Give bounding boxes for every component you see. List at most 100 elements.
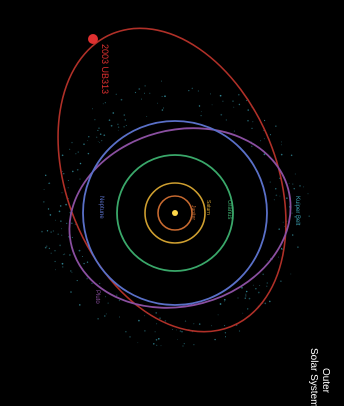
kuiper-belt-dot (281, 141, 282, 143)
kuiper-belt-dot (247, 119, 249, 122)
kuiper-belt-dot (251, 127, 253, 129)
kuiper-belt-dot (98, 141, 100, 143)
kuiper-belt-dot (217, 314, 219, 316)
kuiper-belt-dot (269, 300, 271, 303)
kuiper-belt-dot (61, 154, 64, 157)
kuiper-belt-dot (181, 331, 183, 333)
kuiper-belt-dot (163, 107, 165, 109)
kuiper-belt-dot (182, 345, 184, 347)
kuiper-belt-dot (104, 315, 106, 317)
kuiper-belt-dot (102, 103, 104, 105)
kuiper-belt-dot (223, 298, 226, 301)
kuiper-belt-dot (125, 331, 127, 333)
kuiper-belt-dot (149, 92, 151, 94)
kuiper-belt-dot (191, 87, 194, 90)
kuiper-belt-dot (76, 168, 79, 171)
kuiper-belt-dot (280, 153, 283, 156)
kuiper-belt-dot (161, 109, 164, 111)
kuiper-belt-dot (200, 111, 202, 113)
kuiper-belt-dot (278, 228, 280, 230)
kuiper-belt-dot (77, 151, 79, 153)
kuiper-belt-dot (79, 178, 81, 180)
kuiper-belt-dot (275, 194, 278, 197)
kuiper-belt-dot (54, 250, 56, 252)
kuiper-belt-dot (105, 313, 107, 315)
kuiper-belt-dot (129, 336, 131, 338)
kuiper-belt-dot (117, 129, 119, 131)
kuiper-belt-dot (49, 214, 52, 216)
kuiper-belt-dot (245, 290, 248, 293)
kuiper-belt-dot (72, 170, 74, 173)
kuiper-belt-dot (248, 297, 251, 300)
kuiper-belt-dot (237, 297, 239, 299)
kuiper-belt-dot (99, 133, 102, 135)
kuiper-belt-dot (44, 246, 47, 249)
kuiper-belt-dot (48, 247, 51, 250)
kuiper-belt-dot (87, 140, 89, 142)
kuiper-belt-dot (222, 100, 224, 102)
kuiper-belt-dot (108, 119, 111, 121)
kuiper-belt-dot (154, 331, 156, 333)
kuiper-belt-dot (58, 210, 61, 213)
kuiper-belt-dot (255, 288, 257, 290)
kuiper-belt-dot (44, 174, 47, 177)
kuiper-belt-dot (245, 295, 247, 297)
kuiper-belt-dot (294, 216, 296, 218)
kuiper-belt-dot (107, 302, 109, 304)
kuiper-belt-dot (282, 221, 284, 223)
jupiter-orbit (157, 195, 193, 231)
kuiper-belt-dot (78, 249, 81, 252)
kuiper-belt-dot (92, 108, 93, 110)
kuiper-belt-dot (55, 219, 57, 221)
kuiper-belt-dot (257, 291, 260, 294)
kuiper-belt-dot (164, 95, 166, 98)
kuiper-belt-dot (99, 282, 101, 285)
kuiper-belt-dot (159, 317, 161, 320)
kuiper-belt-dot (87, 152, 90, 155)
kuiper-belt-dot (164, 320, 167, 322)
kuiper-belt-dot (61, 266, 64, 268)
kuiper-belt-dot (211, 104, 213, 106)
kuiper-belt-dot (209, 93, 211, 95)
kuiper-belt-dot (252, 284, 254, 286)
kuiper-belt-dot (288, 182, 290, 184)
kuiper-belt-dot (123, 126, 125, 128)
kuiper-belt-dot (210, 325, 213, 327)
kuiper-belt-dot (233, 130, 235, 132)
kuiper-belt-dot (224, 300, 225, 302)
kuiper-belt-dot (260, 140, 262, 142)
kuiper-belt-dot (101, 140, 103, 142)
object-label: 2003 UB313 (100, 44, 110, 94)
neptune-label: Neptune (98, 196, 104, 219)
uranus-orbit (116, 154, 234, 272)
kuiper-belt-dot (59, 244, 61, 247)
kuiper-belt-dot (291, 212, 293, 214)
kuiper-belt-dot (293, 188, 295, 190)
kuiper-belt-dot (120, 98, 123, 101)
pluto-orbit (68, 127, 292, 309)
kuiper-belt-dot (54, 260, 56, 263)
kuiper-belt-dot (62, 254, 64, 256)
kuiper-belt-dot (57, 233, 59, 235)
kuiper-belt-dot (98, 127, 100, 130)
kuiper-belt-dot (138, 88, 141, 90)
neptune-orbit (82, 120, 268, 306)
kuiper-belt-dot (81, 256, 83, 258)
kuiper-belt-dot (308, 215, 310, 217)
kuiper-belt-dot (245, 293, 247, 295)
kuiper-belt-dot (103, 134, 106, 137)
kuiper-belt-dot (67, 187, 69, 189)
kuiper-belt-dot (66, 222, 68, 224)
kuiper-belt-dot (279, 195, 281, 197)
kuiper-belt-dot (299, 185, 301, 187)
kuiper-belt-dot (112, 112, 115, 114)
kuiper-belt-dot (238, 103, 241, 106)
kuiper-belt-dot (64, 253, 66, 255)
kuiper-belt-dot (61, 228, 62, 230)
kuiper-belt-dot (280, 144, 282, 146)
kuiper-belt-dot (94, 119, 96, 121)
kuiper-belt-dot (269, 134, 272, 136)
kuiper-belt-dot (242, 312, 244, 314)
